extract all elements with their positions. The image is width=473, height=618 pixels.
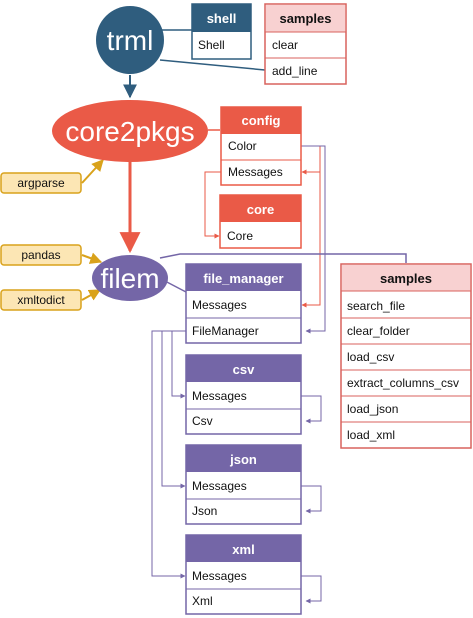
module-core-title: core bbox=[247, 202, 274, 217]
external-pandas[interactable]: pandas bbox=[0, 244, 82, 266]
class-fm-messages: Messages bbox=[192, 298, 247, 312]
edge-argparse bbox=[81, 159, 104, 184]
edge-fm-filemanager bbox=[301, 145, 326, 334]
module-csv[interactable]: csv Messages Csv bbox=[185, 354, 302, 435]
node-core2pkgs-label: core2pkgs bbox=[65, 116, 194, 147]
module-file-manager-title: file_manager bbox=[203, 271, 283, 286]
edge-filem-samples bbox=[159, 253, 407, 263]
module-file-manager[interactable]: file_manager Messages FileManager bbox=[185, 263, 302, 344]
class-xml-messages: Messages bbox=[192, 569, 247, 583]
function-search-file: search_file bbox=[347, 299, 405, 313]
function-extract-columns-csv: extract_columns_csv bbox=[347, 376, 459, 390]
function-load-xml: load_xml bbox=[347, 428, 395, 442]
node-core2pkgs[interactable]: core2pkgs bbox=[52, 100, 208, 162]
module-samples-trml-title: samples bbox=[279, 11, 331, 26]
node-trml-label: trml bbox=[107, 25, 154, 56]
class-xml: Xml bbox=[192, 594, 213, 608]
external-argparse-label: argparse bbox=[17, 176, 65, 190]
module-core[interactable]: core Core bbox=[219, 194, 302, 249]
class-shell: Shell bbox=[198, 38, 225, 52]
edge-color-fm-messages bbox=[301, 145, 321, 308]
edge-csv-loop bbox=[301, 395, 322, 424]
class-csv-messages: Messages bbox=[192, 389, 247, 403]
module-csv-title: csv bbox=[233, 362, 255, 377]
external-xmltodict[interactable]: xmltodict bbox=[0, 289, 82, 311]
module-samples-filem-title: samples bbox=[380, 271, 432, 286]
edge-trml-samples bbox=[159, 59, 266, 71]
connectors bbox=[81, 29, 407, 604]
function-load-json: load_json bbox=[347, 402, 398, 416]
edge-xmltodict bbox=[81, 289, 102, 301]
edge-json-loop bbox=[301, 485, 322, 514]
node-filem-label: filem bbox=[100, 263, 159, 294]
class-filemanager: FileManager bbox=[192, 324, 259, 338]
node-trml[interactable]: trml bbox=[96, 6, 164, 74]
edge-fm-csv bbox=[171, 330, 186, 399]
external-argparse[interactable]: argparse bbox=[0, 172, 82, 194]
node-filem[interactable]: filem bbox=[92, 255, 168, 301]
module-json-title: json bbox=[229, 452, 257, 467]
module-json[interactable]: json Messages Json bbox=[185, 444, 302, 525]
edge-xml-loop bbox=[301, 575, 322, 604]
class-config-messages: Messages bbox=[228, 165, 283, 179]
module-samples-filem[interactable]: samples search_file clear_folder load_cs… bbox=[340, 263, 472, 449]
external-pandas-label: pandas bbox=[21, 248, 60, 262]
edge-fm-xml bbox=[151, 330, 186, 579]
class-color: Color bbox=[228, 139, 257, 153]
edge-pandas bbox=[81, 252, 103, 264]
class-json: Json bbox=[192, 504, 217, 518]
class-csv: Csv bbox=[192, 414, 213, 428]
function-clear-folder: clear_folder bbox=[347, 324, 410, 338]
module-shell-title: shell bbox=[207, 11, 237, 26]
module-xml[interactable]: xml Messages Xml bbox=[185, 534, 302, 615]
module-xml-title: xml bbox=[232, 542, 254, 557]
function-add-line: add_line bbox=[272, 64, 318, 78]
function-clear: clear bbox=[272, 38, 298, 52]
class-core: Core bbox=[227, 229, 253, 243]
module-samples-trml[interactable]: samples clear add_line bbox=[264, 3, 347, 85]
external-xmltodict-label: xmltodict bbox=[17, 293, 65, 307]
edge-messages-core bbox=[204, 171, 221, 239]
module-config-title: config bbox=[242, 113, 281, 128]
function-load-csv: load_csv bbox=[347, 350, 394, 364]
module-config[interactable]: config Color Messages bbox=[220, 106, 302, 186]
module-shell[interactable]: shell Shell bbox=[191, 3, 252, 60]
class-json-messages: Messages bbox=[192, 479, 247, 493]
edge-fm-json bbox=[161, 330, 186, 489]
